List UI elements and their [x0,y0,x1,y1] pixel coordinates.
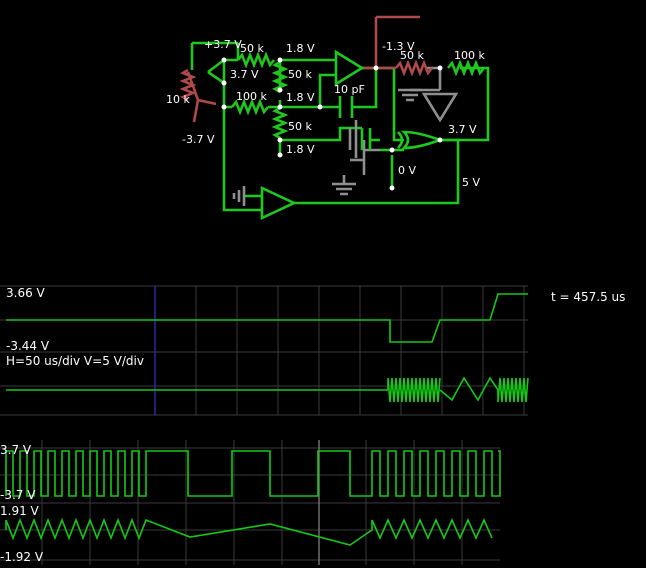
capacitor-10pf[interactable] [338,96,354,118]
label-v-minus: -3.7 V [182,133,215,146]
scope-1[interactable]: 3.66 V -3.44 V H=50 us/div V=5 V/div t =… [0,285,625,416]
ground-1[interactable] [398,88,422,102]
scope-1-v-top: 3.66 V [6,286,46,300]
wire-feedback-left[interactable] [222,60,262,212]
wire-opamp-out[interactable] [362,66,404,142]
resistor-r1[interactable] [236,51,276,69]
scope-2-grid [0,440,500,565]
label-node-c: 1.8 V [286,91,315,104]
wire-high-a[interactable] [362,15,420,70]
potentiometer[interactable] [179,68,197,102]
wire-high-b[interactable] [186,71,217,123]
wire-cap[interactable] [320,68,378,109]
scope-1-burst [387,377,529,403]
mosfet[interactable] [360,128,380,150]
label-pot: 10 k [166,93,190,106]
label-node-b: 3.7 V [230,68,259,81]
opamp-integrator[interactable] [334,49,365,87]
label-cap: 10 pF [334,83,365,96]
label-r6: 100 k [454,49,485,62]
scope-2-square-trace [5,450,501,497]
wire-inactive-c[interactable] [348,120,358,158]
resistor-r2[interactable] [271,60,289,94]
wire-pot-arm[interactable] [207,58,225,85]
scope-1-v-bottom: -3.44 V [6,339,50,353]
label-r1: 50 k [240,42,264,55]
circuit-schematic[interactable]: +3.7 V 50 k 1.8 V 3.7 V 50 k 10 k 100 k … [166,15,490,221]
scope-1-trace-upper [6,293,528,343]
scope-2-a-top: 3.7 V [0,443,32,457]
wire-inactive-b[interactable] [342,140,380,184]
scope-1-trace-lower [6,376,499,402]
scope-2[interactable]: 3.7 V -3.7 V 1.91 V -1.92 V [0,440,501,565]
scope-2-a-bottom: -3.7 V [0,488,36,502]
wire-inactive-a[interactable] [410,66,442,92]
resistor-r4[interactable] [271,106,289,140]
label-v-plus: +3.7 V [204,38,242,51]
label-node-e: -1.3 V [382,40,415,53]
scope-1-burst-segment [497,377,529,403]
xor-gate[interactable] [397,130,444,150]
ground-3[interactable] [232,186,246,206]
scope-1-scale: H=50 us/div V=5 V/div [6,354,144,368]
scope-2-b-top: 1.91 V [0,504,40,518]
scope-2-triangle-trace [5,517,493,546]
opamp-comparator[interactable] [260,185,298,221]
scope-1-time-readout: t = 457.5 us [551,290,625,304]
resistor-r3[interactable] [230,98,270,116]
resistor-r5[interactable] [394,59,434,77]
label-node-f: 3.7 V [448,123,477,136]
opamp-buffer[interactable] [421,92,459,123]
label-r5: 50 k [400,49,424,62]
scope-1-grid [0,285,528,416]
label-node-a: 1.8 V [286,42,315,55]
node-dots [221,57,443,191]
label-node-g: 0 V [398,164,416,177]
label-r4: 50 k [288,120,312,133]
label-r3: 100 k [236,90,267,103]
wire-top-left[interactable] [190,41,240,70]
scope-2-b-bottom: -1.92 V [0,550,44,564]
label-r2: 50 k [288,68,312,81]
ground-2[interactable] [332,182,356,196]
scope-1-burst-segment [387,377,441,403]
label-node-h: 5 V [462,176,480,189]
resistor-r6[interactable] [446,59,486,77]
label-node-d: 1.8 V [286,143,315,156]
